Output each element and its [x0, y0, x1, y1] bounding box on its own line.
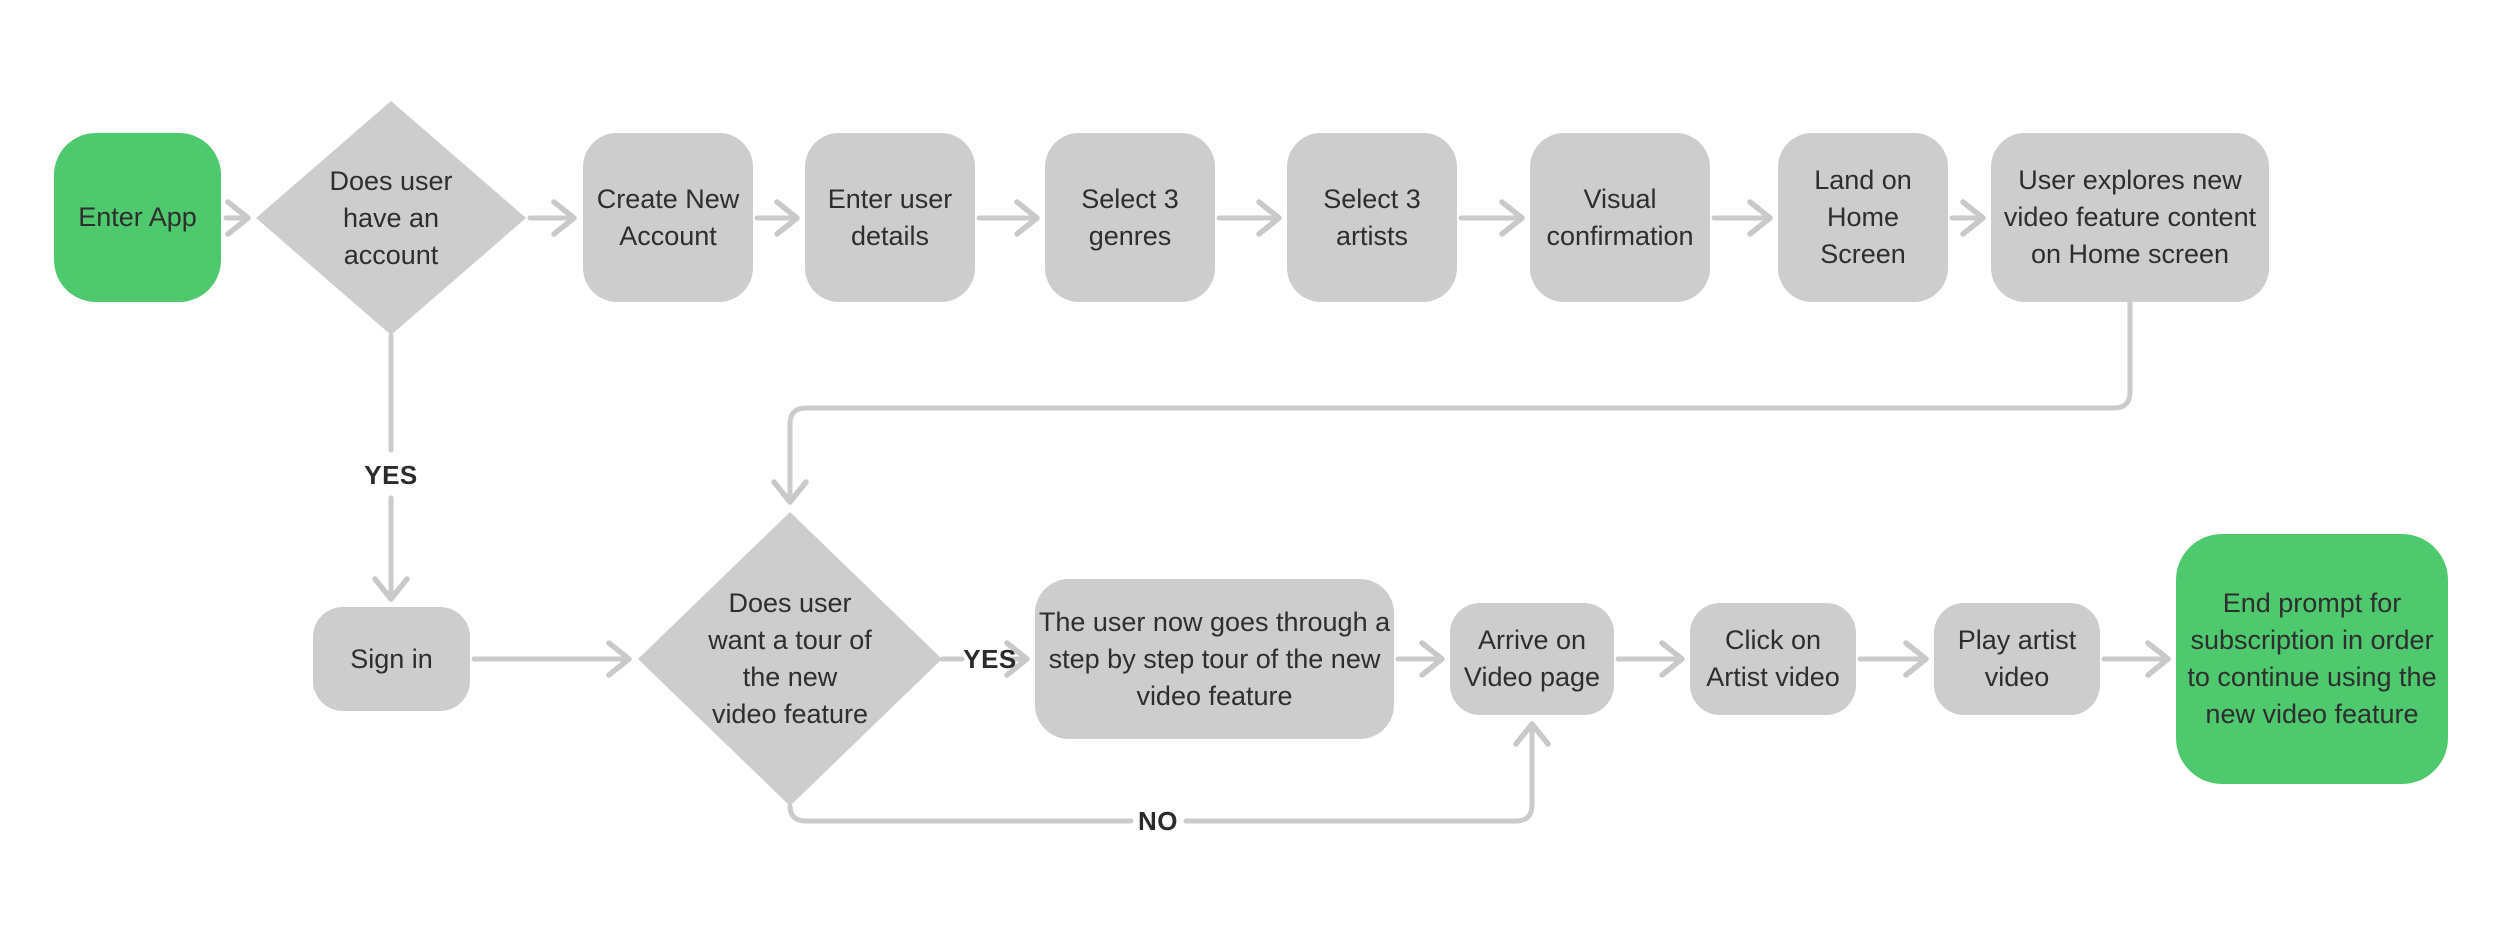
edge-label-no-tour: NO	[1138, 805, 1178, 836]
node-tour-steps[interactable]: The user now goes through a step by step…	[1035, 579, 1394, 739]
connector-group	[223, 199, 2171, 824]
node-land-home-screen[interactable]: Land on Home Screen	[1778, 133, 1948, 302]
node-sign-in[interactable]: Sign in	[313, 607, 470, 711]
edge-decision2-no-left	[787, 803, 1134, 824]
node-select-genres-label: Select 3 genres	[1081, 183, 1179, 251]
edge-decision2-no-right	[1183, 721, 1551, 824]
node-create-new-account[interactable]: Create New Account	[583, 133, 753, 302]
node-decision-wants-tour-label: Does user want a tour of the new video f…	[708, 588, 872, 729]
node-enter-user-details-label: Enter user details	[827, 183, 953, 251]
node-click-artist-video-label: Click on Artist video	[1706, 625, 1840, 692]
node-end-prompt-subscription-label: End prompt for subscription in order to …	[2187, 588, 2437, 729]
node-land-home-screen-label: Land on Home Screen	[1814, 165, 1912, 269]
node-decision-has-account-label: Does user have an account	[329, 165, 453, 270]
node-enter-app-label: Enter App	[78, 202, 197, 232]
node-enter-user-details[interactable]: Enter user details	[805, 133, 975, 302]
node-click-artist-video[interactable]: Click on Artist video	[1690, 603, 1856, 715]
node-play-artist-video[interactable]: Play artist video	[1934, 603, 2100, 715]
node-visual-confirmation-label: Visual confirmation	[1546, 183, 1694, 251]
node-create-new-account-label: Create New Account	[596, 183, 740, 251]
node-visual-confirmation[interactable]: Visual confirmation	[1530, 133, 1710, 302]
edge-label-yes-sign-in: YES	[364, 459, 418, 490]
node-play-artist-video-label: Play artist video	[1957, 625, 2077, 692]
node-user-explores-video-feature[interactable]: User explores new video feature content …	[1991, 133, 2269, 302]
node-decision-wants-tour[interactable]	[638, 512, 942, 806]
node-decision-has-account[interactable]	[256, 101, 526, 335]
edge-explore-to-decision2	[771, 299, 2133, 505]
node-arrive-video-page[interactable]: Arrive on Video page	[1450, 603, 1614, 715]
node-tour-steps-label: The user now goes through a step by step…	[1038, 606, 1391, 711]
node-end-prompt-subscription[interactable]: End prompt for subscription in order to …	[2176, 534, 2448, 784]
node-select-genres[interactable]: Select 3 genres	[1045, 133, 1215, 302]
node-enter-app[interactable]: Enter App	[54, 133, 221, 302]
edge-label-yes-tour: YES	[963, 643, 1017, 674]
node-select-artists-label: Select 3 artists	[1323, 183, 1421, 251]
node-select-artists[interactable]: Select 3 artists	[1287, 133, 1457, 302]
node-sign-in-label: Sign in	[350, 643, 433, 674]
node-arrive-video-page-label: Arrive on Video page	[1463, 625, 1601, 692]
node-user-explores-video-feature-label: User explores new video feature content …	[2003, 165, 2257, 269]
